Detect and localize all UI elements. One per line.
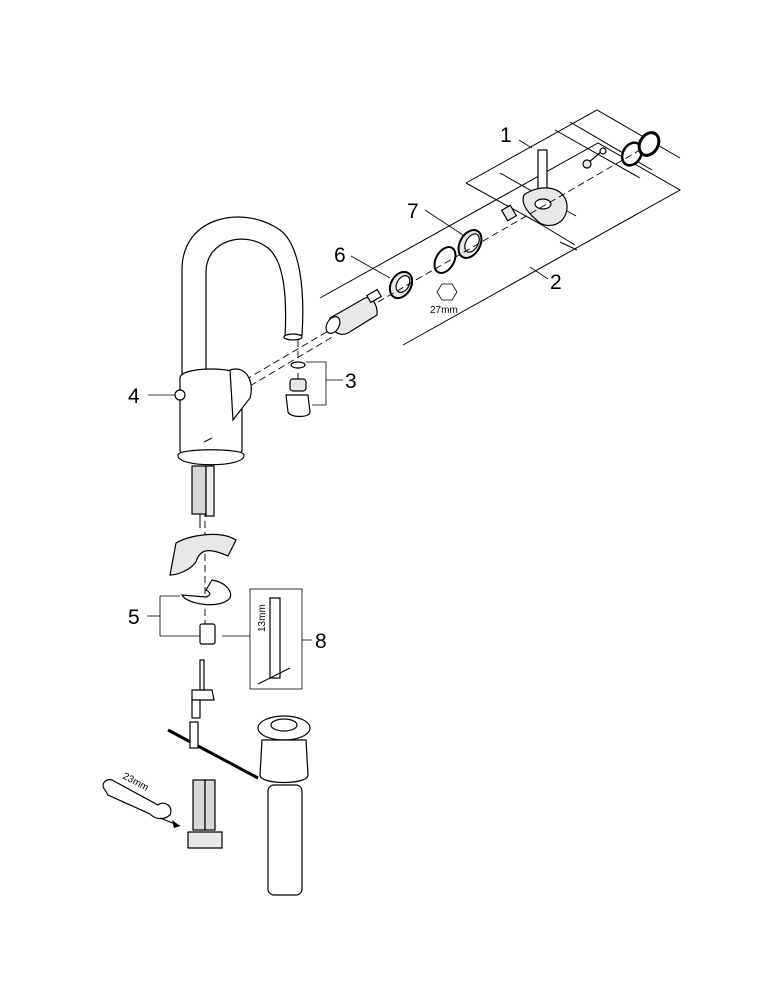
callout-1: 1	[500, 124, 512, 147]
hex-size-label: 27mm	[430, 305, 458, 316]
handle-lever-part	[522, 149, 568, 227]
assembly-axis-lines	[204, 149, 641, 640]
collar-part-7	[457, 229, 483, 259]
callout-3: 3	[345, 370, 357, 393]
wrench-tool: 23mm	[102, 771, 181, 828]
callout-2: 2	[550, 271, 562, 294]
callout-8: 8	[315, 630, 327, 653]
pop-up-drain-part	[257, 715, 311, 896]
hex-nut-size-icon: 27mm	[430, 283, 458, 316]
fixing-nut-part	[199, 623, 216, 645]
socket-tool-part-8: 13mm	[222, 588, 303, 690]
adapter-part	[500, 204, 518, 222]
cartridge-part	[325, 288, 383, 335]
pop-up-linkage-part	[167, 659, 259, 780]
callout-4: 4	[128, 385, 140, 408]
fixing-plate-part	[181, 579, 232, 606]
o-ring-part	[433, 246, 457, 274]
cap-rings-part	[620, 131, 661, 167]
aerator-parts-3	[285, 361, 327, 418]
screw-part	[582, 147, 607, 169]
flex-hoses-part	[191, 465, 215, 528]
countertop-section	[169, 533, 237, 576]
nut-part-6	[388, 270, 414, 300]
hose-connectors-part	[187, 779, 223, 849]
callout-leaders	[147, 139, 549, 641]
callout-7: 7	[407, 200, 419, 223]
callout-5: 5	[128, 606, 140, 629]
callout-6: 6	[334, 244, 346, 267]
tool-size-label: 13mm	[257, 604, 268, 632]
faucet-body-part	[174, 216, 304, 466]
